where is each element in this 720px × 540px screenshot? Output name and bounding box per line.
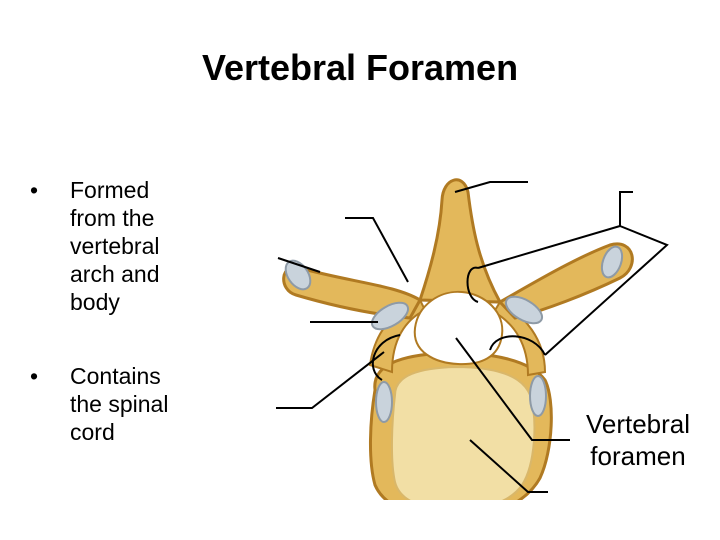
- bullet-symbol: •: [30, 177, 39, 203]
- bullet-symbol: •: [30, 363, 39, 389]
- articular-facets: [284, 245, 624, 423]
- vertebra-illustration: [276, 178, 669, 500]
- bullet-item: • Formed from the vertebral arch and bod…: [30, 176, 190, 316]
- bullet-item: • Contains the spinal cord: [30, 362, 190, 446]
- bullet-list: • Formed from the vertebral arch and bod…: [30, 176, 190, 492]
- label-line-2: foramen: [590, 441, 686, 471]
- bracket-lines: [371, 191, 669, 381]
- bullet-text: Formed from the vertebral arch and body: [70, 177, 160, 315]
- bullet-text: Contains the spinal cord: [70, 363, 169, 445]
- vertebra-bone: [282, 178, 634, 500]
- leader-lines: [276, 181, 570, 493]
- slide-title: Vertebral Foramen: [201, 47, 519, 88]
- label-line-1: Vertebral: [585, 409, 691, 439]
- vertebral-foramen-label: Vertebral foramen: [548, 408, 720, 472]
